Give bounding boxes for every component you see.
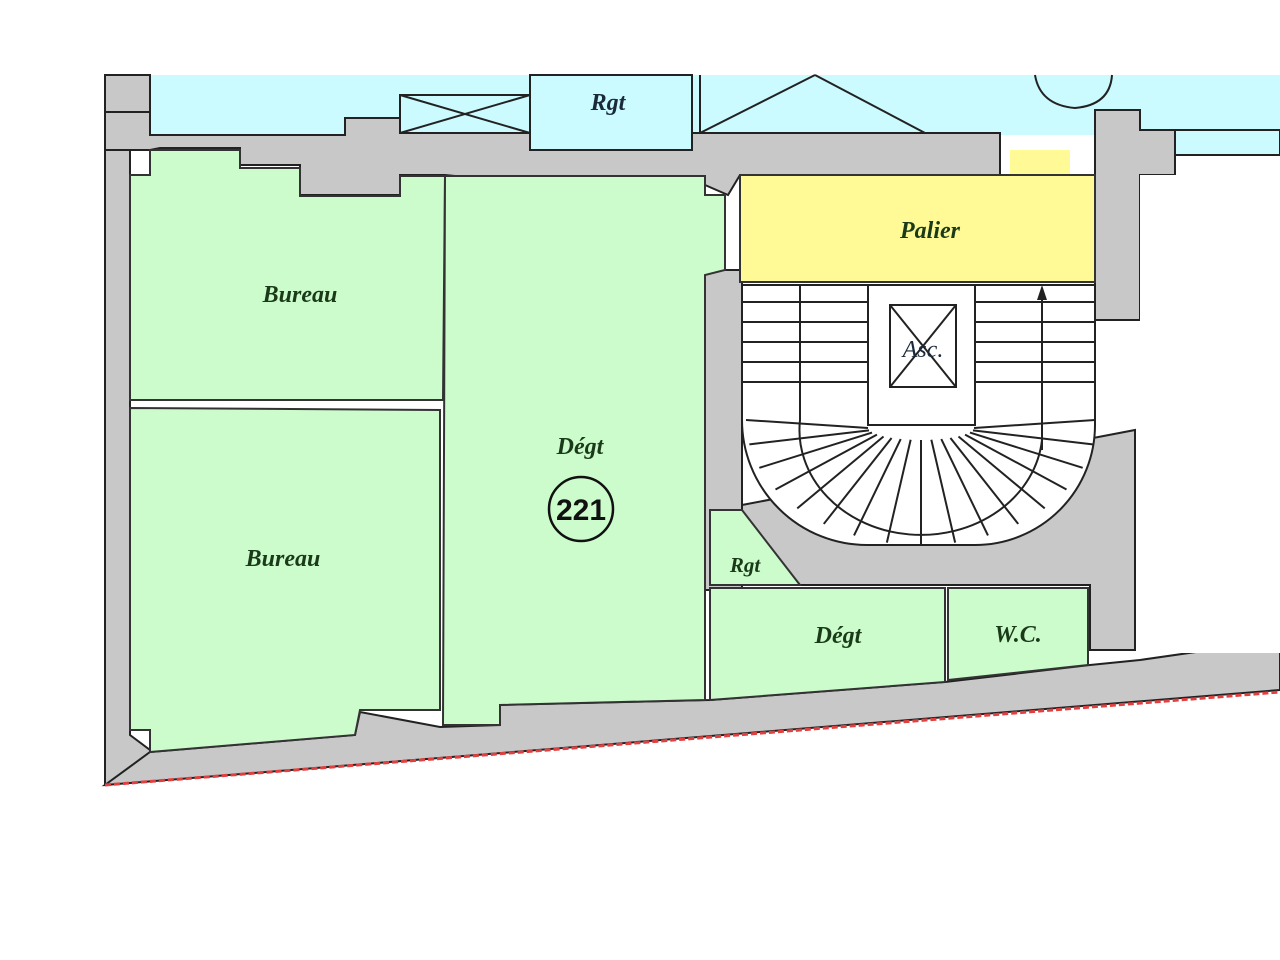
top-storage-room [529, 74, 693, 151]
unit-number-badge [547, 475, 615, 543]
landing-extension [1010, 150, 1070, 175]
stair-tread [885, 439, 912, 543]
fixture-icon [1034, 74, 1113, 110]
stair-tread [853, 438, 902, 536]
stair-tread [796, 435, 885, 510]
stair-tread [957, 435, 1046, 510]
label-top-storage: Rgt [590, 90, 627, 116]
landing [739, 174, 1096, 283]
stair-tread [964, 433, 1067, 491]
stair-tread [973, 419, 1096, 429]
label-office-top: Bureau [262, 282, 338, 308]
elevator-shaft [867, 284, 976, 426]
exterior-right [1140, 175, 1280, 653]
corridor-small [709, 587, 946, 702]
label-wc: W.C. [994, 622, 1042, 648]
top-shaft-left [399, 94, 531, 134]
stair-tread [940, 438, 989, 536]
stair-tread [930, 439, 957, 543]
storage-small [709, 509, 803, 586]
stair-tread [775, 433, 878, 491]
wc-room [947, 587, 1089, 682]
label-elevator: Asc. [901, 337, 944, 363]
stair-tread [969, 431, 1083, 469]
stair-tread [745, 419, 869, 429]
label-landing: Palier [899, 218, 961, 244]
stair-tread [949, 437, 1020, 525]
arrow-head-icon [1037, 285, 1047, 300]
office-bottom [129, 406, 441, 754]
neighbor-room-right [1174, 129, 1280, 156]
corridor-main [441, 175, 726, 726]
unit-number: 221 [556, 494, 606, 527]
top-shaft-right [699, 74, 926, 134]
label-storage-small: Rgt [729, 553, 762, 577]
stair-tread [972, 429, 1093, 446]
label-corridor-small: Dégt [814, 623, 863, 649]
stair-tread [749, 429, 870, 446]
stair-tread [822, 437, 893, 525]
property-boundary-line [104, 690, 1280, 787]
stair-tread [759, 431, 873, 469]
label-office-bottom: Bureau [245, 546, 321, 572]
stair-walkline [798, 285, 1043, 536]
label-corridor-main: Dégt [556, 434, 605, 460]
office-top [129, 149, 447, 401]
